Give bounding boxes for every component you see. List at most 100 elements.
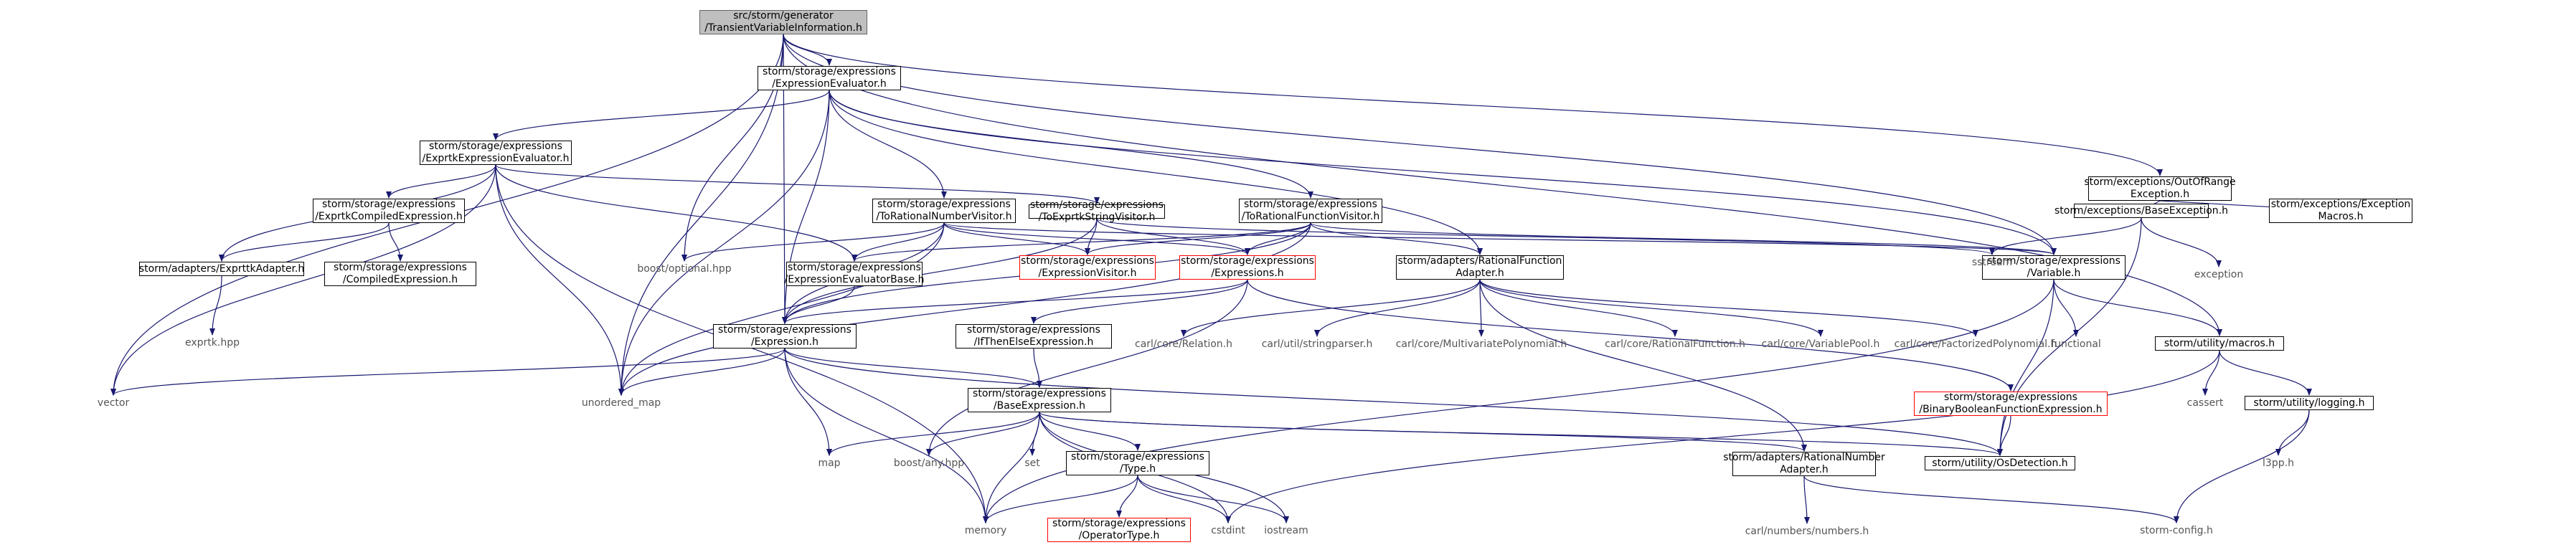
node-carlVariablePool[interactable]: carl/core/VariablePool.h bbox=[1760, 337, 1882, 351]
node-sstream[interactable]: sstream bbox=[1963, 255, 2021, 270]
node-carlNumbers[interactable]: carl/numbers/numbers.h bbox=[1735, 524, 1879, 539]
edge-macros-to-cstdint bbox=[1225, 350, 2220, 523]
node-label-line: storm/exceptions/Exception bbox=[2270, 199, 2411, 210]
edge-toRationalFunction-to-variable bbox=[1310, 222, 2057, 255]
node-label-line: storm/utility/logging.h bbox=[2253, 397, 2365, 409]
edge-variable-to-memory bbox=[983, 279, 2054, 523]
edge-exprtkEval-to-evalBase bbox=[495, 164, 857, 262]
node-label-line: storm/storage/expressions bbox=[973, 388, 1106, 399]
edge-expressions-to-binaryBoolean bbox=[1247, 279, 2014, 392]
node-carlRelation[interactable]: carl/core/Relation.h bbox=[1135, 337, 1232, 351]
node-label-line: storm/storage/expressions bbox=[429, 141, 562, 152]
node-label-line: /Variable.h bbox=[2027, 267, 2081, 279]
edge-exprEval-to-variable bbox=[829, 90, 2057, 255]
node-label-line: storm/storage/expressions bbox=[334, 262, 467, 273]
node-label-line: storm/utility/OsDetection.h bbox=[1932, 457, 2068, 469]
node-label-line: l3pp.h bbox=[2263, 457, 2294, 469]
node-variable[interactable]: storm/storage/expressions/Variable.h bbox=[1982, 255, 2126, 280]
node-osDetection[interactable]: storm/utility/OsDetection.h bbox=[1925, 456, 2075, 470]
edge-baseException-to-exception bbox=[2141, 217, 2222, 267]
node-operatorType[interactable]: storm/storage/expressions/OperatorType.h bbox=[1047, 518, 1191, 542]
node-exception[interactable]: exception bbox=[2190, 267, 2247, 282]
node-label-line: unordered_map bbox=[581, 397, 661, 409]
node-iostream[interactable]: iostream bbox=[1258, 523, 1315, 538]
node-label-line: carl/core/FactorizedPolynomial.h bbox=[1894, 338, 2057, 350]
node-exprtkEval[interactable]: storm/storage/expressions/ExprtkExpressi… bbox=[420, 141, 572, 165]
node-label-line: /TransientVariableInformation.h bbox=[704, 22, 862, 34]
node-cassert[interactable]: cassert bbox=[2180, 396, 2230, 410]
node-carlStringparser[interactable]: carl/util/stringparser.h bbox=[1261, 337, 1373, 351]
edge-rfAdapter-to-carlRationalFunction bbox=[1479, 279, 1678, 337]
node-label-line: storm/storage/expressions bbox=[718, 324, 851, 336]
edge-logging-to-l3pp bbox=[2275, 409, 2310, 456]
node-baseException[interactable]: storm/exceptions/BaseException.h bbox=[2054, 204, 2228, 218]
node-exprtkCompiled[interactable]: storm/storage/expressions/ExprtkCompiled… bbox=[313, 199, 465, 223]
node-carlRationalFunction[interactable]: carl/core/RationalFunction.h bbox=[1605, 337, 1745, 351]
node-expression[interactable]: storm/storage/expressions/Expression.h bbox=[713, 324, 857, 349]
edge-rfAdapter-to-carlRelation bbox=[1181, 279, 1481, 337]
node-label-line: storm/storage/expressions bbox=[1030, 199, 1164, 211]
node-functional[interactable]: functional bbox=[2047, 337, 2105, 351]
node-root[interactable]: src/storm/generator/TransientVariableInf… bbox=[699, 10, 867, 34]
edge-baseExpression-to-map bbox=[826, 412, 1040, 456]
node-label-line: carl/core/RationalFunction.h bbox=[1605, 338, 1745, 350]
node-typeH[interactable]: storm/storage/expressions/Type.h bbox=[1066, 451, 1209, 475]
node-label-line: /BaseExpression.h bbox=[993, 400, 1086, 412]
node-exprVisitor[interactable]: storm/storage/expressions/ExpressionVisi… bbox=[1019, 255, 1156, 280]
node-compiledExpr[interactable]: storm/storage/expressions/CompiledExpres… bbox=[324, 262, 476, 286]
node-toRationalNumber[interactable]: storm/storage/expressions/ToRationalNumb… bbox=[872, 199, 1016, 223]
node-expressions[interactable]: storm/storage/expressions/Expressions.h bbox=[1179, 255, 1316, 280]
edge-rnAdapter-to-carlNumbers bbox=[1803, 475, 1810, 524]
node-label-line: storm/adapters/RationalFunction bbox=[1397, 255, 1562, 267]
edge-rfAdapter-to-carlMultivariate bbox=[1478, 279, 1484, 337]
edge-exprEval-to-exprtkEval bbox=[493, 90, 830, 141]
node-exprtkAdapter[interactable]: storm/adapters/ExprttkAdapter.h bbox=[139, 262, 304, 276]
node-label-line: storm/storage/expressions bbox=[763, 66, 896, 77]
edge-baseException-to-sstream bbox=[1989, 217, 2142, 255]
node-toRationalFunction[interactable]: storm/storage/expressions/ToRationalFunc… bbox=[1239, 199, 1382, 223]
node-baseExpression[interactable]: storm/storage/expressions/BaseExpression… bbox=[968, 388, 1111, 412]
node-label-line: /ExprtkExpressionEvaluator.h bbox=[422, 153, 570, 164]
node-exprtkHpp[interactable]: exprtk.hpp bbox=[184, 336, 241, 350]
node-set[interactable]: set bbox=[1014, 456, 1050, 470]
edge-rnAdapter-to-stormConfig bbox=[1803, 475, 2179, 523]
node-evalBase[interactable]: storm/storage/expressions/ExpressionEval… bbox=[785, 262, 925, 286]
node-l3pp[interactable]: l3pp.h bbox=[2257, 456, 2300, 470]
node-label-line: carl/core/VariablePool.h bbox=[1761, 338, 1880, 350]
node-label-line: functional bbox=[2051, 338, 2101, 350]
node-binaryBoolean[interactable]: storm/storage/expressions/BinaryBooleanF… bbox=[1914, 392, 2108, 416]
node-label-line: carl/util/stringparser.h bbox=[1261, 338, 1373, 350]
edge-root-to-unorderedMap bbox=[618, 34, 784, 396]
edge-toRationalFunction-to-exprVisitor bbox=[1085, 222, 1311, 255]
node-label-line: storm/adapters/ExprttkAdapter.h bbox=[138, 262, 305, 275]
node-exprEval[interactable]: storm/storage/expressions/ExpressionEval… bbox=[758, 66, 901, 90]
edge-exprEval-to-unorderedMap bbox=[618, 90, 830, 396]
node-label-line: map bbox=[818, 457, 841, 469]
node-label-line: exception bbox=[2194, 268, 2244, 280]
node-boostOptional[interactable]: boost/optional.hpp bbox=[634, 262, 735, 276]
edge-exprtkEval-to-exprtkCompiled bbox=[386, 164, 496, 199]
node-carlFactorized[interactable]: carl/core/FactorizedPolynomial.h bbox=[1895, 337, 2057, 351]
node-macros[interactable]: storm/utility/macros.h bbox=[2155, 336, 2284, 351]
node-cstdint[interactable]: cstdint bbox=[1199, 523, 1257, 538]
node-toExprtkString[interactable]: storm/storage/expressions/ToExprtkString… bbox=[1029, 199, 1165, 223]
node-logging[interactable]: storm/utility/logging.h bbox=[2245, 396, 2374, 410]
node-stormConfig[interactable]: storm-config.h bbox=[2133, 523, 2219, 538]
node-label-line: cstdint bbox=[1211, 524, 1245, 536]
node-ifThenElse[interactable]: storm/storage/expressions/IfThenElseExpr… bbox=[956, 324, 1112, 349]
node-label-line: /Type.h bbox=[1119, 463, 1156, 475]
edge-logging-to-stormConfig bbox=[2174, 409, 2310, 523]
node-vector[interactable]: vector bbox=[88, 396, 138, 410]
node-map[interactable]: map bbox=[808, 456, 851, 470]
node-carlMultivariate[interactable]: carl/core/MultivariatePolynomial.h bbox=[1396, 337, 1567, 351]
node-unorderedMap[interactable]: unordered_map bbox=[578, 396, 664, 410]
node-label-line: storm/exceptions/OutOfRange bbox=[2084, 176, 2236, 188]
node-label-line: /ToRationalNumberVisitor.h bbox=[876, 211, 1012, 222]
node-label-line: /IfThenElseExpression.h bbox=[973, 336, 1094, 348]
node-boostAny[interactable]: boost/any.hpp bbox=[886, 456, 972, 470]
node-memory[interactable]: memory bbox=[953, 523, 1018, 538]
